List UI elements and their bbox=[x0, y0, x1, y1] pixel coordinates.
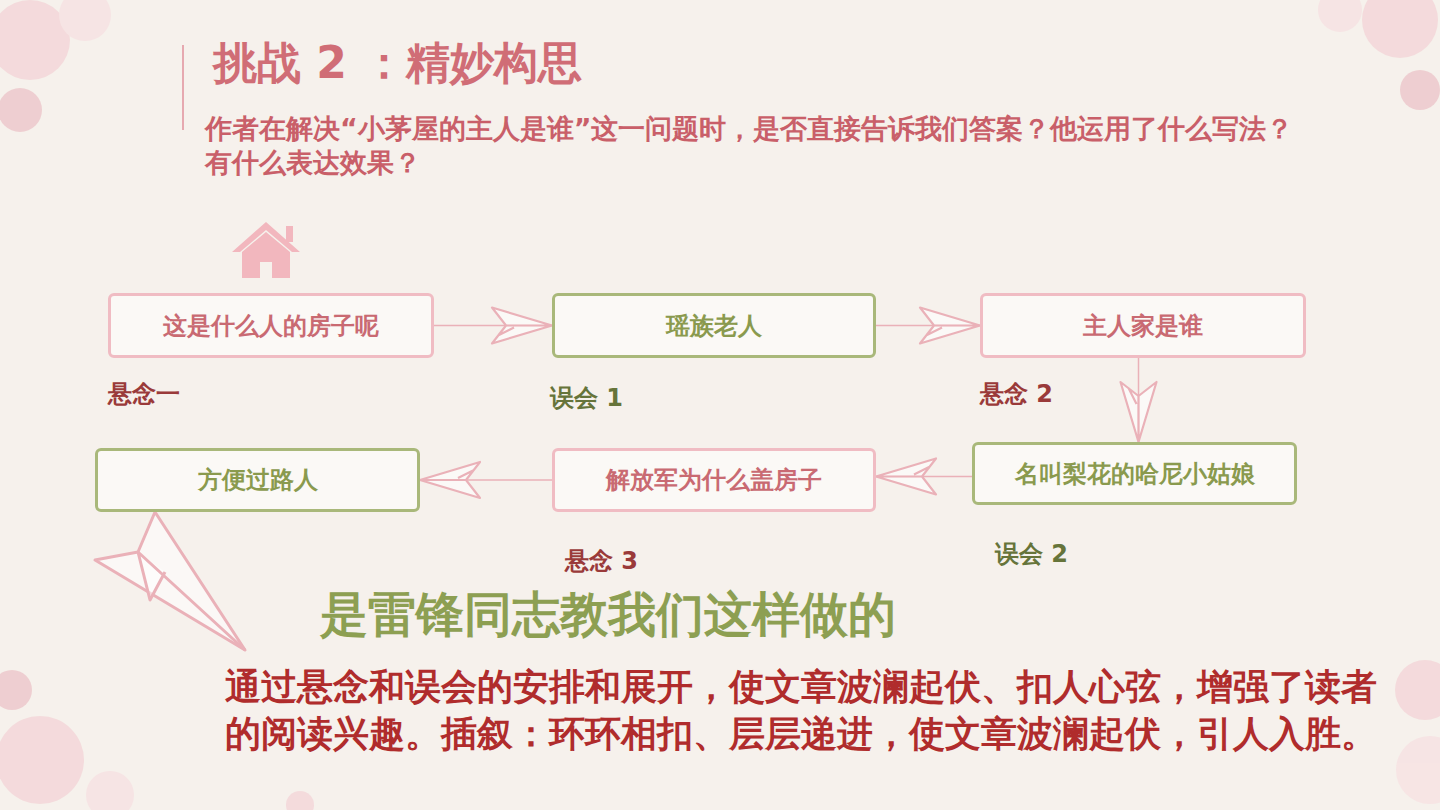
paper-plane-arrow bbox=[420, 479, 552, 481]
question-text: 作者在解决“小茅屋的主人是谁”这一问题时，是否直接告诉我们答案？他运用了什么写法… bbox=[205, 112, 1315, 180]
paper-plane-arrow bbox=[434, 325, 552, 327]
house-icon bbox=[232, 222, 300, 278]
flow-box: 瑶族老人 bbox=[552, 293, 876, 358]
flow-box: 名叫梨花的哈尼小姑娘 bbox=[972, 442, 1297, 505]
box-text: 主人家是谁 bbox=[1083, 310, 1203, 342]
flow-box: 方便过路人 bbox=[95, 448, 420, 512]
box-text: 名叫梨花的哈尼小姑娘 bbox=[1015, 458, 1255, 490]
box-text: 这是什么人的房子呢 bbox=[163, 310, 379, 342]
box-text: 方便过路人 bbox=[198, 464, 318, 496]
suspense-label: 悬念 2 bbox=[980, 378, 1053, 410]
flow-box: 这是什么人的房子呢 bbox=[108, 293, 434, 358]
misunderstanding-label: 误会 2 bbox=[995, 538, 1068, 570]
paper-plane-arrow bbox=[876, 325, 980, 327]
summary-text: 通过悬念和误会的安排和展开，使文章波澜起伏、扣人心弦，增强了读者的阅读兴趣。插叙… bbox=[225, 663, 1400, 757]
conclusion-heading: 是雷锋同志教我们这样做的 bbox=[320, 584, 1320, 644]
paper-plane bbox=[95, 512, 245, 650]
flow-box: 解放军为什么盖房子 bbox=[552, 448, 876, 512]
title-rule bbox=[182, 45, 184, 130]
box-text: 解放军为什么盖房子 bbox=[606, 464, 822, 496]
flow-box: 主人家是谁 bbox=[980, 293, 1306, 358]
suspense-label: 悬念一 bbox=[108, 378, 180, 410]
box-text: 瑶族老人 bbox=[666, 310, 762, 342]
paper-plane-arrow bbox=[1138, 358, 1140, 442]
suspense-label: 悬念 3 bbox=[565, 545, 638, 577]
misunderstanding-label: 误会 1 bbox=[550, 382, 623, 414]
slide-title: 挑战 2 ：精妙构思 bbox=[213, 34, 582, 93]
paper-plane-arrow bbox=[876, 476, 972, 478]
